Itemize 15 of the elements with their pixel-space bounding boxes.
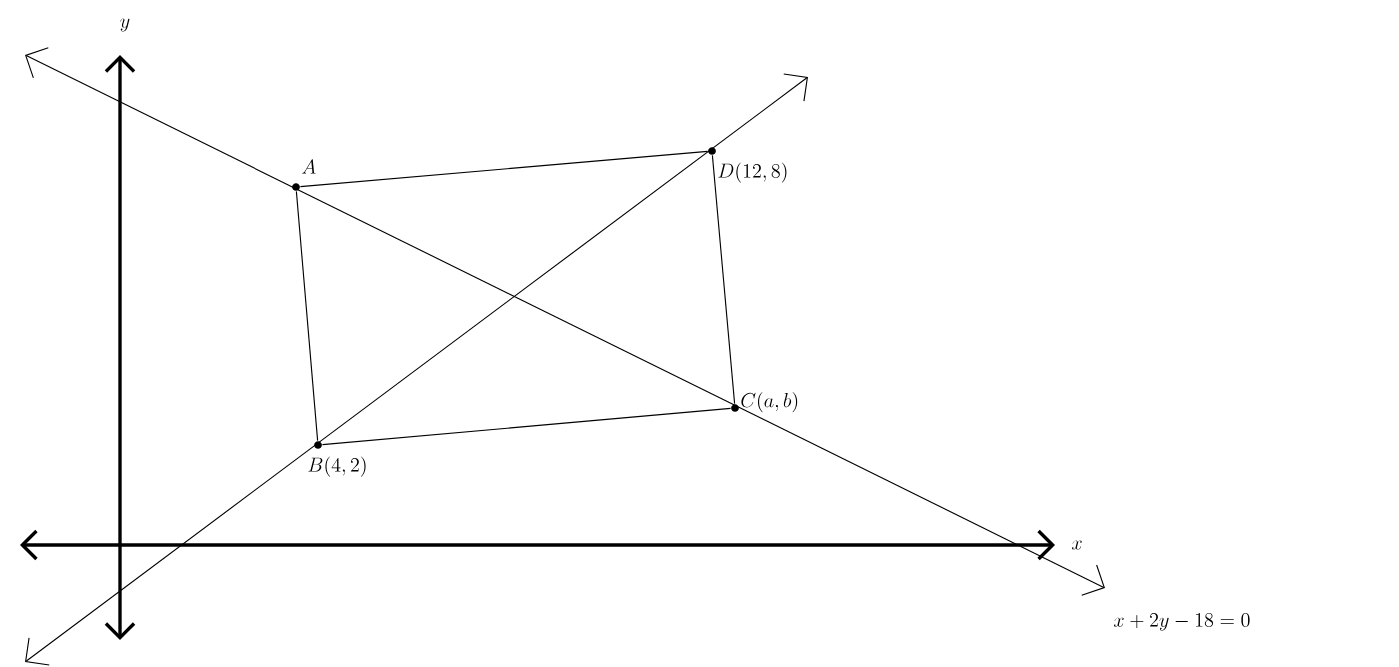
segment	[295, 190, 319, 442]
segment	[711, 154, 736, 405]
point-label: $D(12,8)$	[718, 162, 787, 183]
segment	[321, 407, 732, 446]
point-label: $C(a,b)$	[741, 391, 798, 413]
point	[708, 147, 716, 155]
point-label: $B(4,2)$	[308, 456, 366, 477]
point	[314, 441, 322, 449]
point	[292, 183, 300, 191]
point	[731, 404, 739, 412]
point-label: $A$	[302, 159, 316, 174]
segment	[299, 150, 709, 188]
axis-label: $x$	[1071, 540, 1082, 550]
axis-label: $y$	[120, 18, 130, 32]
axis-label: $x+2y-18=0$	[1113, 613, 1250, 631]
